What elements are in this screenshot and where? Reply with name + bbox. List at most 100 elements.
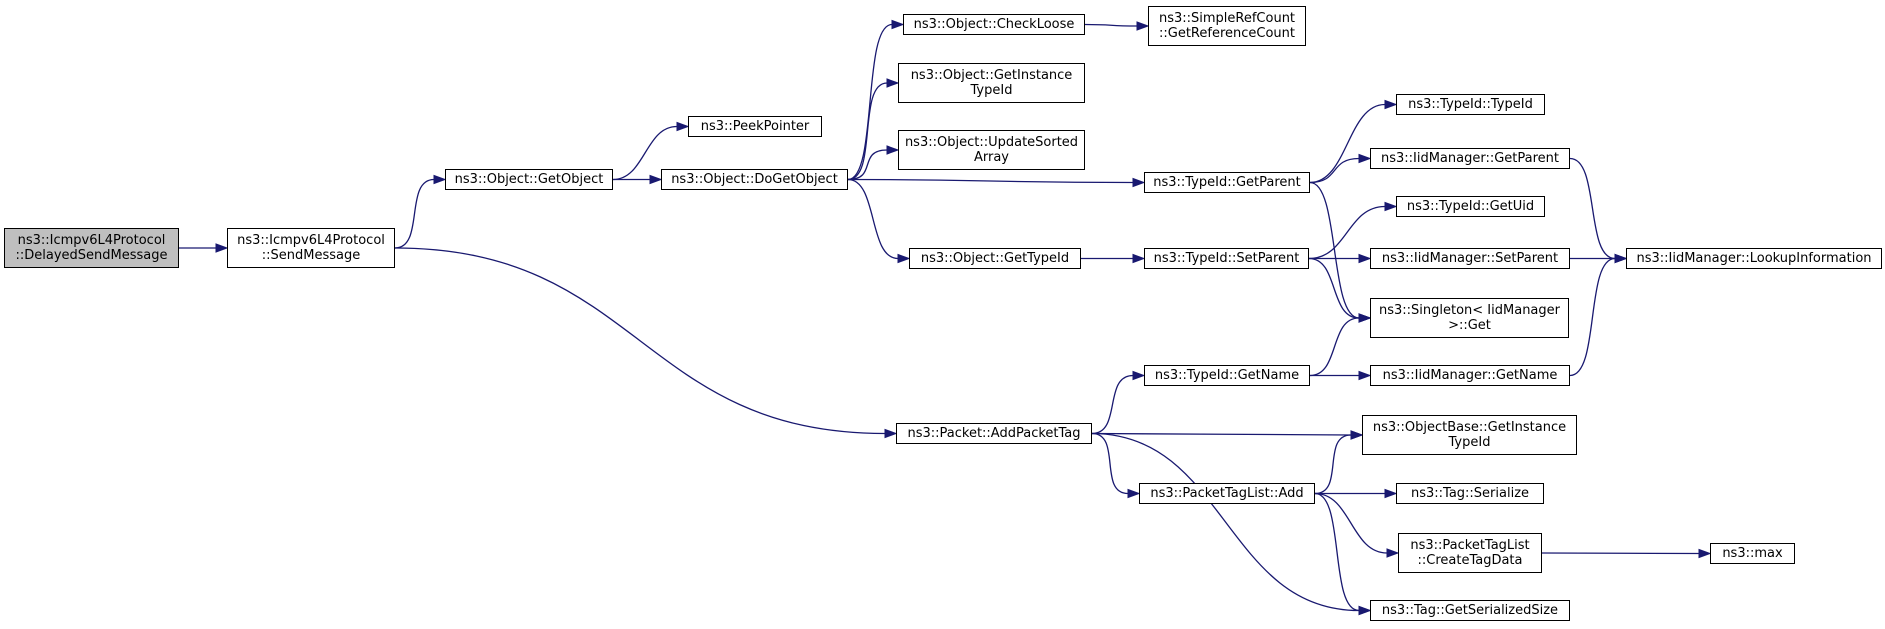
node-label-line: ns3::Tag::GetSerializedSize [1381,603,1559,618]
node-iid-get-name[interactable]: ns3::IidManager::GetName [1370,365,1570,386]
node-label-line: ns3::Packet::AddPacketTag [907,426,1081,441]
edge-add_packet_tag-to-objectbase_get_instance [1091,432,1352,436]
node-iid-get-parent[interactable]: ns3::IidManager::GetParent [1370,148,1570,169]
arrowhead-add_packet_tag-to-typeid_get_name [1132,370,1146,381]
node-tag-get-serialized-size[interactable]: ns3::Tag::GetSerializedSize [1370,600,1570,621]
arrowhead-iid_get_name-to-iid_lookup [1614,253,1628,264]
node-label-line: ns3::max [1722,546,1783,561]
arrowhead-typeid_set_parent-to-typeid_get_uid [1384,201,1398,212]
node-label-line: ::DelayedSendMessage [15,248,168,263]
node-label-line: ns3::Object::UpdateSorted [904,135,1079,150]
node-label-line: ns3::Object::GetTypeId [920,251,1070,266]
arrowhead-typeid_set_parent-to-iid_set_parent [1358,253,1372,264]
node-label-line: ns3::TypeId::TypeId [1408,97,1533,112]
node-label-line: ns3::Object::GetObject [454,172,604,187]
node-label-line: ns3::Object::CheckLoose [913,17,1075,32]
node-tag-serialize[interactable]: ns3::Tag::Serialize [1396,483,1544,504]
edge-typeid_get_name-to-singleton_get [1309,317,1360,377]
node-simple-ref-count[interactable]: ns3::SimpleRefCount::GetReferenceCount [1148,6,1306,46]
arrowhead-typeid_get_parent-to-iid_get_parent [1358,153,1372,164]
arrowhead-do_get_object-to-typeid_get_parent [1132,177,1146,188]
arrowhead-packet_tag_list_add-to-create_tag_data [1386,548,1400,558]
edge-add_packet_tag-to-typeid_get_name [1091,374,1134,435]
arrowhead-create_tag_data-to-max [1698,548,1712,559]
arrowhead-do_get_object-to-check_loose [891,19,905,30]
node-peek-pointer[interactable]: ns3::PeekPointer [688,116,822,137]
node-singleton-get[interactable]: ns3::Singleton< IidManager >::Get [1370,298,1569,338]
node-add-packet-tag[interactable]: ns3::Packet::AddPacketTag [896,423,1092,444]
node-label-line: ::GetReferenceCount [1159,26,1295,41]
arrowhead-check_loose-to-simple_ref_count [1136,21,1150,31]
edge-create_tag_data-to-max [1541,552,1700,555]
edge-do_get_object-to-check_loose [847,23,893,181]
node-label-line: >::Get [1448,318,1491,333]
arrowhead-typeid_get_name-to-iid_get_name [1358,370,1372,381]
edge-iid_get_name-to-iid_lookup [1569,257,1616,377]
edge-typeid_get_parent-to-typeid_ctor [1309,103,1386,184]
arrowhead-get_object-to-do_get_object [649,174,663,185]
arrowhead-delayed_send-to-send_message [215,243,229,253]
edge-do_get_object-to-object_get_typeid [847,178,899,260]
edge-do_get_object-to-update_sorted [847,149,888,181]
node-iid-lookup[interactable]: ns3::IidManager::LookupInformation [1626,248,1882,269]
node-label-line: ns3::TypeId::GetUid [1406,199,1535,214]
node-typeid-get-name[interactable]: ns3::TypeId::GetName [1144,365,1310,386]
node-send-message[interactable]: ns3::Icmpv6L4Protocol::SendMessage [227,228,395,268]
node-get-object[interactable]: ns3::Object::GetObject [445,169,613,190]
node-create-tag-data[interactable]: ns3::PacketTagList::CreateTagData [1398,533,1542,573]
arrowhead-do_get_object-to-update_sorted [886,145,900,155]
edge-packet_tag_list_add-to-tag_get_serialized_size [1314,492,1360,612]
edge-typeid_get_parent-to-singleton_get [1309,181,1360,319]
node-label-line: ns3::PeekPointer [700,119,810,134]
arrowhead-packet_tag_list_add-to-objectbase_get_instance [1350,430,1364,440]
node-label-line: Array [973,150,1009,165]
edge-check_loose-to-simple_ref_count [1084,23,1138,27]
arrowhead-do_get_object-to-object_get_typeid [897,253,911,264]
node-label-line: ns3::Object::DoGetObject [671,172,838,187]
node-label-line: ns3::PacketTagList [1410,538,1530,553]
node-label-line: ns3::Tag::Serialize [1410,486,1530,501]
node-label-line: TypeId [1448,435,1491,450]
node-packet-tag-list-add[interactable]: ns3::PacketTagList::Add [1139,483,1315,504]
node-label-line: ::CreateTagData [1417,553,1523,568]
node-typeid-ctor[interactable]: ns3::TypeId::TypeId [1396,94,1545,115]
node-do-get-object[interactable]: ns3::Object::DoGetObject [661,169,848,190]
arrowhead-get_object-to-peek_pointer [676,121,690,132]
node-typeid-get-parent[interactable]: ns3::TypeId::GetParent [1144,172,1310,193]
arrowhead-packet_tag_list_add-to-tag_get_serialized_size [1358,605,1372,616]
edge-typeid_set_parent-to-singleton_get [1308,257,1360,319]
node-label-line: ns3::PacketTagList::Add [1150,486,1304,501]
edge-iid_get_parent-to-iid_lookup [1569,157,1616,260]
edge-add_packet_tag-to-tag_get_serialized_size [1091,432,1360,612]
node-max[interactable]: ns3::max [1710,543,1795,564]
node-delayed-send[interactable]: ns3::Icmpv6L4Protocol::DelayedSendMessag… [4,228,179,268]
node-label-line: ns3::Singleton< IidManager [1378,303,1560,318]
node-label-line: ns3::Object::GetInstance [910,68,1073,83]
arrowhead-add_packet_tag-to-packet_tag_list_add [1127,488,1141,499]
arrowhead-do_get_object-to-get_instance_typeid [886,78,900,88]
node-object-get-typeid[interactable]: ns3::Object::GetTypeId [909,248,1081,269]
edge-packet_tag_list_add-to-create_tag_data [1314,492,1388,554]
arrowhead-typeid_get_parent-to-typeid_ctor [1384,99,1398,110]
node-label-line: ns3::Icmpv6L4Protocol [17,233,166,248]
node-label-line: TypeId [970,83,1013,98]
edge-typeid_get_parent-to-iid_get_parent [1309,157,1360,184]
edge-send_message-to-get_object [394,178,435,249]
node-label-line: ns3::TypeId::GetParent [1153,175,1301,190]
node-typeid-get-uid[interactable]: ns3::TypeId::GetUid [1396,196,1545,217]
edge-get_object-to-peek_pointer [612,125,678,181]
node-iid-set-parent[interactable]: ns3::IidManager::SetParent [1370,248,1570,269]
edge-packet_tag_list_add-to-objectbase_get_instance [1314,434,1352,495]
edge-send_message-to-add_packet_tag [394,247,886,435]
arrowhead-send_message-to-get_object [433,174,447,185]
node-label-line: ns3::IidManager::GetParent [1380,151,1560,166]
edge-do_get_object-to-typeid_get_parent [847,178,1134,184]
node-typeid-set-parent[interactable]: ns3::TypeId::SetParent [1144,248,1309,269]
node-check-loose[interactable]: ns3::Object::CheckLoose [903,14,1085,35]
edge-typeid_set_parent-to-typeid_get_uid [1308,205,1386,260]
